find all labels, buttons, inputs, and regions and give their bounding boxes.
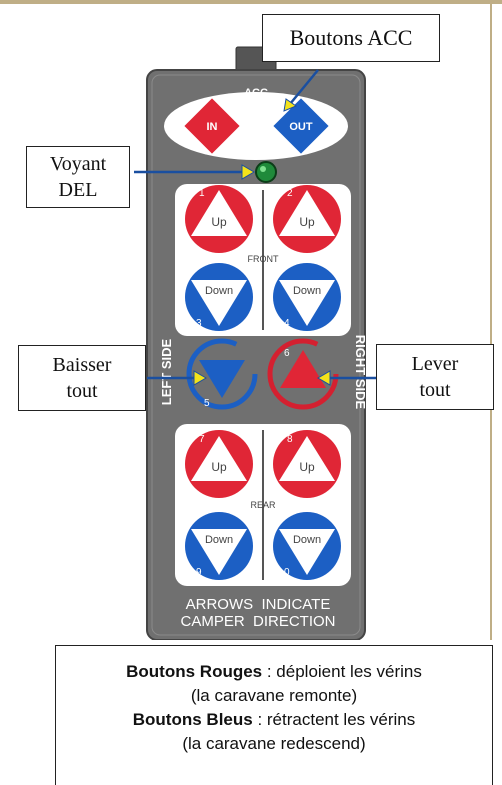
lower-all-callout-line1: Baisser bbox=[52, 354, 112, 376]
lower-all-callout-line2: tout bbox=[66, 380, 98, 402]
raise-all-callout-line1: Lever bbox=[411, 353, 459, 375]
led-callout: Voyant DEL bbox=[26, 146, 130, 208]
svg-text:Up: Up bbox=[299, 460, 315, 474]
right-side-label: RIGHT SIDE bbox=[353, 335, 368, 410]
lower-all-button[interactable]: 5 bbox=[186, 338, 258, 410]
red-buttons-title: Boutons Rouges bbox=[126, 662, 263, 681]
svg-text:Up: Up bbox=[211, 215, 227, 229]
raise-all-callout: Lever tout bbox=[376, 344, 494, 410]
acc-in-button[interactable]: IN bbox=[183, 97, 241, 155]
svg-text:0: 0 bbox=[284, 567, 290, 578]
front-left-down-button[interactable]: Down 3 bbox=[185, 263, 253, 331]
acc-leader-line bbox=[289, 69, 319, 105]
svg-text:2: 2 bbox=[287, 188, 293, 199]
blue-buttons-text: : rétractent les vérins bbox=[252, 710, 416, 729]
blue-buttons-line: Boutons Bleus : rétractent les vérins bbox=[56, 708, 492, 732]
acc-buttons-callout-text: Boutons ACC bbox=[289, 25, 413, 50]
page-frame-right bbox=[490, 0, 492, 640]
raise-all-callout-line2: tout bbox=[419, 379, 451, 401]
svg-text:Down: Down bbox=[293, 534, 321, 546]
acc-out-button[interactable]: OUT bbox=[272, 97, 330, 155]
svg-text:7: 7 bbox=[199, 434, 205, 445]
acc-buttons-callout: Boutons ACC bbox=[262, 14, 440, 62]
svg-text:Down: Down bbox=[205, 534, 233, 546]
led-callout-line2: DEL bbox=[58, 179, 98, 201]
led-pointer-icon bbox=[241, 164, 255, 180]
red-buttons-line: Boutons Rouges : déploient les vérins bbox=[56, 660, 492, 684]
led-callout-line1: Voyant bbox=[49, 153, 107, 175]
front-label: FRONT bbox=[248, 254, 279, 264]
front-right-down-button[interactable]: Down 4 bbox=[273, 263, 341, 331]
svg-text:3: 3 bbox=[196, 318, 202, 329]
red-buttons-text: : déploient les vérins bbox=[262, 662, 422, 681]
raise-all-button[interactable]: 6 bbox=[267, 338, 339, 410]
acc-out-label: OUT bbox=[289, 121, 313, 133]
svg-text:4: 4 bbox=[284, 318, 290, 329]
rear-left-up-button[interactable]: Up 7 bbox=[185, 430, 253, 498]
legend-note: Boutons Rouges : déploient les vérins (l… bbox=[55, 645, 493, 785]
front-left-up-button[interactable]: Up 1 bbox=[185, 185, 253, 253]
svg-text:Down: Down bbox=[205, 285, 233, 297]
rear-left-down-button[interactable]: Down 9 bbox=[185, 512, 253, 580]
rear-label: REAR bbox=[250, 500, 276, 510]
rear-right-down-button[interactable]: Down 0 bbox=[273, 512, 341, 580]
footer-line-1: ARROWS INDICATE bbox=[186, 596, 331, 613]
svg-text:Down: Down bbox=[293, 285, 321, 297]
acc-label: ACC bbox=[244, 87, 268, 99]
page-frame-top bbox=[0, 0, 502, 4]
lower-all-pointer-icon bbox=[193, 370, 207, 386]
svg-text:5: 5 bbox=[204, 398, 210, 409]
acc-in-label: IN bbox=[207, 121, 218, 133]
left-side-label: LEFT SIDE bbox=[159, 338, 174, 405]
front-right-up-button[interactable]: Up 2 bbox=[273, 185, 341, 253]
svg-text:8: 8 bbox=[287, 434, 293, 445]
raise-all-pointer-icon bbox=[317, 370, 331, 386]
acc-pointer-icon bbox=[283, 98, 298, 112]
rear-right-up-button[interactable]: Up 8 bbox=[273, 430, 341, 498]
lower-all-callout: Baisser tout bbox=[18, 345, 146, 411]
svg-text:Up: Up bbox=[299, 215, 315, 229]
svg-text:1: 1 bbox=[199, 188, 205, 199]
svg-text:9: 9 bbox=[196, 567, 202, 578]
footer-line-2: CAMPER DIRECTION bbox=[180, 613, 335, 630]
blue-buttons-subtext: (la caravane redescend) bbox=[182, 734, 366, 753]
blue-buttons-title: Boutons Bleus bbox=[132, 710, 253, 729]
red-buttons-subtext: (la caravane remonte) bbox=[190, 686, 358, 705]
svg-text:6: 6 bbox=[284, 348, 290, 359]
svg-text:Up: Up bbox=[211, 460, 227, 474]
remote-control: ACC IN OUT FRONT Up 1 Up 2 Down 3 Down 4 bbox=[134, 46, 376, 640]
led-indicator bbox=[255, 161, 277, 183]
